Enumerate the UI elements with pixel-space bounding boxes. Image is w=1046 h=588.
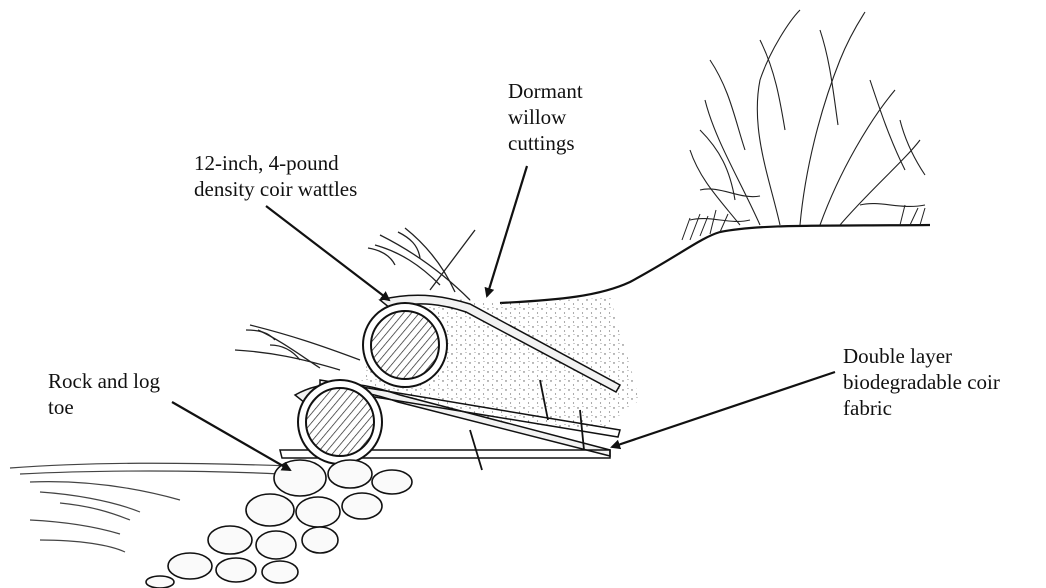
label-line: Double layer: [843, 343, 1000, 369]
label-line: fabric: [843, 395, 1000, 421]
grass-tufts: [682, 205, 925, 240]
label-line: Rock and log: [48, 368, 160, 394]
shrub: [690, 10, 925, 225]
coir-wattle-lower: [298, 380, 382, 464]
label-line: 12-inch, 4-pound: [194, 150, 357, 176]
arrow-wattles: [266, 206, 389, 300]
label-rock-and-log-toe: Rock and log toe: [48, 368, 160, 420]
label-line: Dormant: [508, 78, 583, 104]
label-line: density coir wattles: [194, 176, 357, 202]
label-line: willow: [508, 104, 583, 130]
label-coir-wattles: 12-inch, 4-pound density coir wattles: [194, 150, 357, 202]
label-coir-fabric: Double layer biodegradable coir fabric: [843, 343, 1000, 421]
label-line: toe: [48, 394, 160, 420]
arrow-willow: [487, 166, 527, 296]
label-dormant-willow-cuttings: Dormant willow cuttings: [508, 78, 583, 156]
arrow-toe: [172, 402, 290, 470]
label-line: biodegradable coir: [843, 369, 1000, 395]
label-line: cuttings: [508, 130, 583, 156]
bank-slope-line: [500, 225, 930, 303]
rock-toe: [146, 460, 412, 588]
arrow-fabric: [612, 372, 835, 447]
coir-wattle-upper: [363, 303, 447, 387]
